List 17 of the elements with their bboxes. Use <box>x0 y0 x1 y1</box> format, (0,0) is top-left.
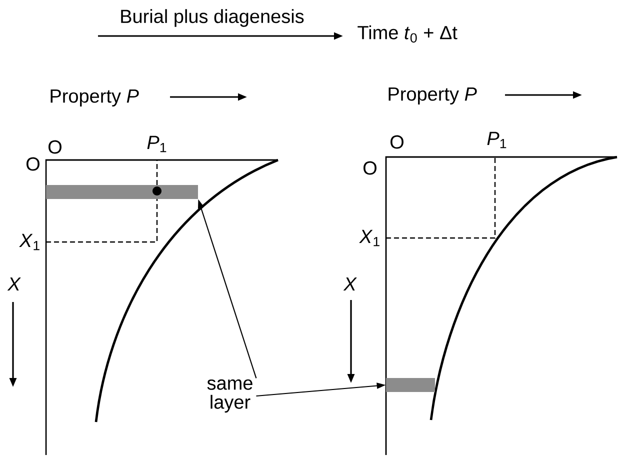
axis-label: X$_{1}$ <box>359 230 380 246</box>
axis-label: O <box>364 161 376 175</box>
layer-label: same layer <box>207 379 252 413</box>
axis-label: O <box>26 157 40 171</box>
axis-title: Property P <box>50 90 139 106</box>
axis-label: P$_{1}$ <box>487 132 506 148</box>
axis-title: X <box>7 277 21 291</box>
axis-label: X$_{1}$ <box>19 234 40 250</box>
axis-title: X <box>343 277 357 291</box>
time-label: Time t$_{0}$ + Δt <box>358 25 458 43</box>
axis-label: O <box>48 140 62 154</box>
axis-title: Property P <box>388 88 477 104</box>
layer-band <box>386 378 435 392</box>
title-label: Burial plus diagenesis <box>121 9 304 27</box>
axis-label: P$_{1}$ <box>147 136 166 152</box>
layer-band <box>46 185 198 199</box>
axis-label: O <box>390 135 404 149</box>
